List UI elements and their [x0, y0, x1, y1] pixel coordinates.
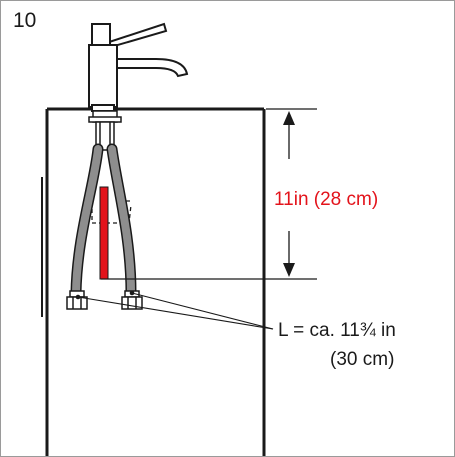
arrow-up-icon	[283, 111, 295, 125]
arrow-down-icon	[283, 263, 295, 277]
step-number: 10	[13, 9, 37, 32]
leader-dot	[129, 290, 135, 296]
leader-dot	[75, 294, 81, 300]
alternate-position-outline	[91, 200, 133, 224]
threaded-rod	[99, 186, 109, 280]
hose-length-label: L = ca. 11¾ in	[278, 320, 396, 341]
leader-lines	[77, 292, 274, 330]
cabinet	[41, 107, 266, 456]
faucet-shank	[88, 110, 122, 151]
faucet-icon	[88, 22, 189, 112]
supply-hoses	[70, 143, 137, 299]
hose-connectors	[66, 290, 143, 310]
dimension-label: 11in (28 cm)	[274, 189, 378, 210]
hose-length-metric-label: (30 cm)	[330, 349, 394, 370]
